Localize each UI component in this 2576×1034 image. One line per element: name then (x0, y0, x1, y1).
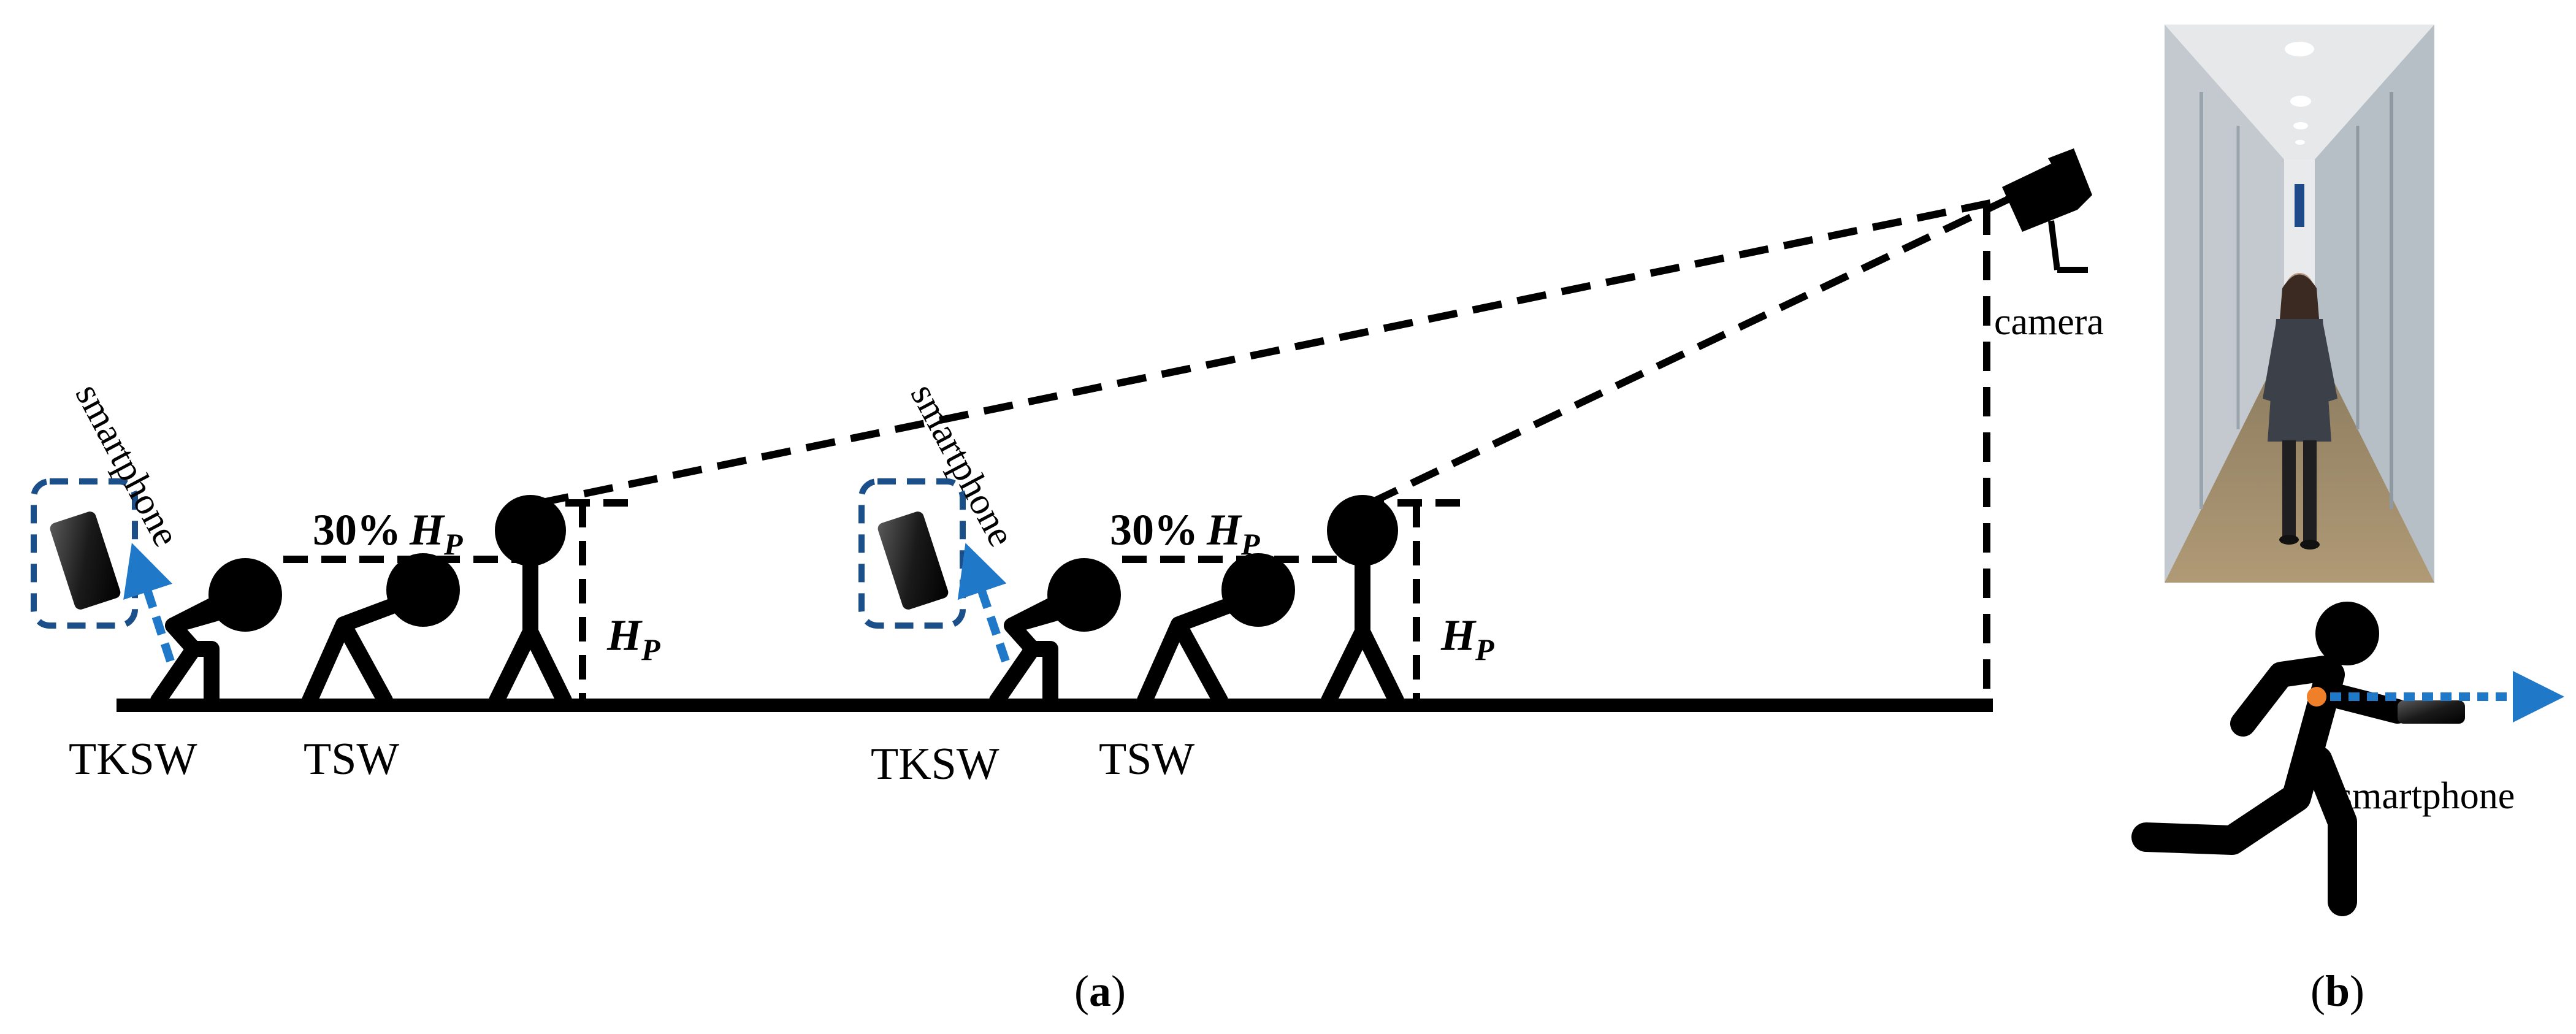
height-label: HP (606, 611, 660, 667)
sight-line-right (1369, 196, 2010, 507)
tsw-label: TSW (1099, 734, 1194, 784)
smartphone-icon (50, 511, 121, 610)
walking-person (2263, 273, 2337, 550)
sensor-dot (2307, 687, 2326, 707)
figure-tksw (989, 558, 1121, 708)
caption-a: (a) (1074, 967, 1126, 1016)
group-left: smartphone 30%HP (31, 377, 660, 784)
thirty-percent-label: 30%HP (1110, 505, 1260, 561)
phone-arrow (123, 543, 175, 663)
tsw-label: TSW (304, 734, 399, 784)
smartphone-label: smartphone (2337, 775, 2515, 817)
group-right: smartphone 30%HP HP TK (858, 377, 1494, 789)
figure-tsw (1137, 553, 1295, 708)
camera-icon (2002, 148, 2092, 273)
phone-arrow (957, 543, 1010, 663)
height-label: HP (1440, 611, 1494, 667)
panel-a: camera smartphone (31, 148, 2104, 1016)
figure-upright (1321, 495, 1404, 708)
tksw-label: TKSW (871, 739, 999, 789)
sight-line-left (538, 196, 2009, 507)
panel-b: smartphone (b) (2131, 25, 2564, 1016)
camera-label: camera (1994, 301, 2104, 343)
running-person-icon (2131, 602, 2465, 916)
figure-tsw (302, 553, 460, 708)
tksw-label: TKSW (69, 734, 197, 784)
figure-tksw (150, 558, 282, 708)
caption-b: (b) (2310, 967, 2364, 1016)
thirty-percent-label: 30%HP (313, 505, 463, 561)
corridor-photo (2165, 25, 2434, 583)
smartphone-icon (877, 511, 949, 610)
figure-upright (489, 495, 572, 708)
